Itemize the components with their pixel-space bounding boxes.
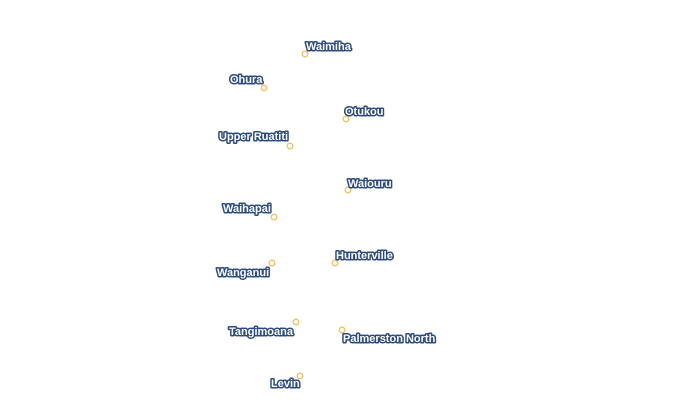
place-label: Tangimoana (229, 326, 294, 338)
place-label: Levin (271, 378, 300, 390)
place-label: Upper Ruatiti (219, 131, 288, 143)
place-waimiha[interactable]: Waimiha (301, 40, 353, 58)
place-marker-icon[interactable] (270, 213, 278, 221)
place-marker-icon[interactable] (292, 318, 300, 326)
place-ohura[interactable]: Ohura (229, 73, 268, 92)
place-marker-icon[interactable] (296, 372, 304, 380)
place-upper-ruatiti[interactable]: Upper Ruatiti (218, 130, 294, 150)
place-tangimoana[interactable]: Tangimoana (228, 318, 300, 340)
place-marker-icon[interactable] (286, 142, 294, 150)
place-marker-icon[interactable] (342, 115, 350, 123)
place-marker-icon[interactable] (301, 50, 309, 58)
place-label: Wanganui (217, 267, 269, 279)
place-palmerston-north[interactable]: Palmerston North (338, 326, 437, 347)
place-label: Otukou (345, 106, 384, 118)
place-otukou[interactable]: Otukou (342, 105, 385, 123)
place-hunterville[interactable]: Hunterville (331, 249, 394, 267)
place-marker-icon[interactable] (338, 326, 346, 334)
place-wanganui[interactable]: Wanganui (216, 259, 276, 281)
place-marker-icon[interactable] (268, 259, 276, 267)
place-label: Waimiha (306, 41, 352, 53)
place-marker-icon[interactable] (260, 84, 268, 92)
place-label: Waiouru (348, 178, 392, 190)
place-waihapai[interactable]: Waihapai (222, 202, 278, 221)
place-label: Hunterville (336, 250, 393, 262)
place-levin[interactable]: Levin (270, 372, 304, 392)
place-waiouru[interactable]: Waiouru (344, 177, 393, 194)
place-marker-icon[interactable] (331, 259, 339, 267)
place-label: Ohura (230, 74, 263, 86)
place-label: Palmerston North (343, 333, 436, 345)
place-label: Waihapai (223, 203, 271, 215)
place-marker-icon[interactable] (344, 186, 352, 194)
